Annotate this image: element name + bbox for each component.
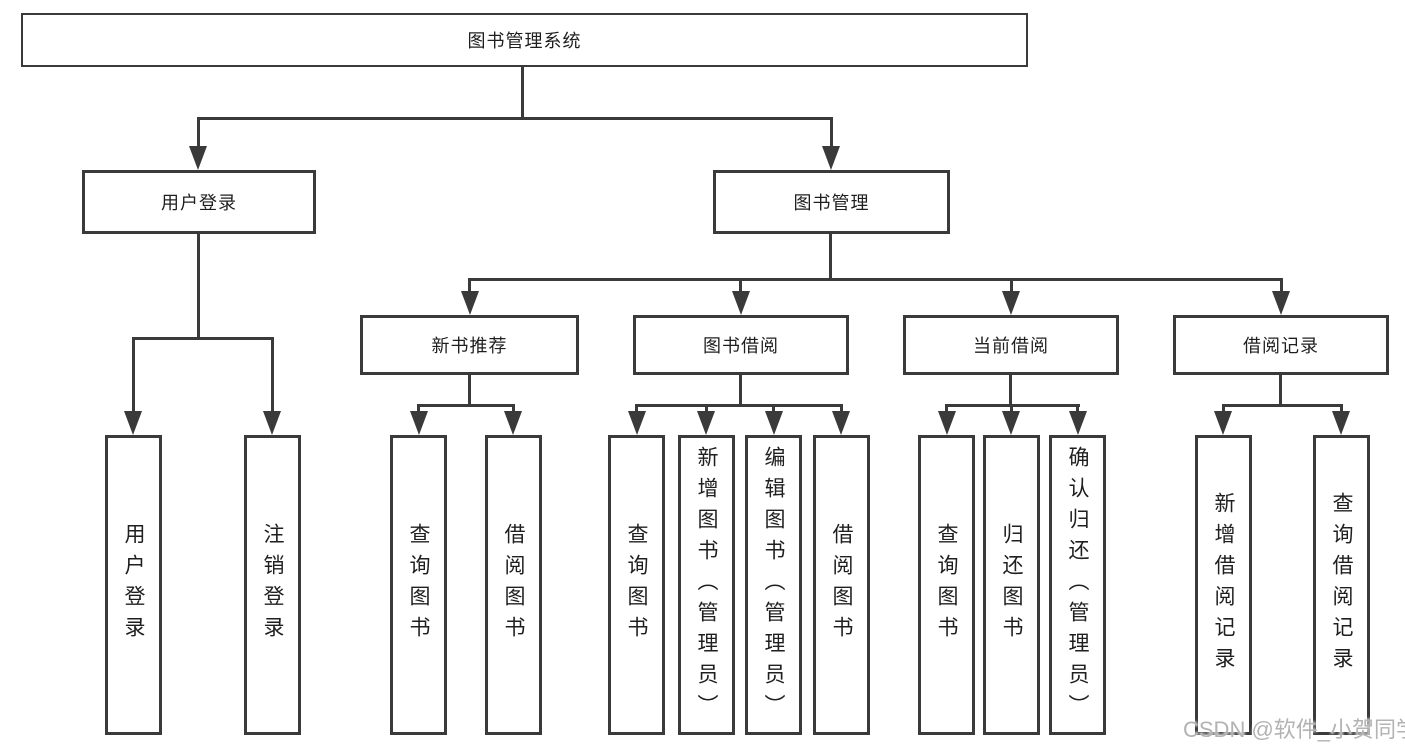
connector-line — [1010, 278, 1013, 294]
node-book-management: 图书管理 — [713, 170, 950, 234]
leaf-return-book: 归还图书 — [983, 435, 1040, 735]
leaf-add-borrow-record: 新增借阅记录 — [1195, 435, 1252, 735]
connector-line — [1279, 374, 1282, 406]
arrowhead-down — [504, 411, 522, 435]
connector-line — [132, 337, 135, 413]
arrowhead-down — [1002, 411, 1020, 435]
node-label: 图书借阅 — [703, 336, 779, 356]
leaf-label: 编辑图书（管理员） — [762, 445, 785, 725]
connector-line — [1222, 404, 1343, 407]
node-library-management-system: 图书管理系统 — [21, 13, 1028, 67]
connector-line — [1280, 278, 1283, 294]
arrowhead-down — [832, 411, 850, 435]
leaf-label: 归还图书 — [1000, 523, 1023, 647]
connector-line — [945, 404, 948, 414]
connector-line — [197, 234, 200, 338]
node-user-login: 用户登录 — [82, 170, 316, 234]
connector-line — [1222, 404, 1225, 414]
connector-line — [417, 404, 515, 407]
leaf-label: 查询图书 — [625, 523, 648, 647]
connector-line — [469, 278, 1282, 281]
leaf-label: 查询图书 — [935, 523, 958, 647]
connector-line — [417, 404, 420, 414]
connector-line — [132, 337, 274, 340]
connector-line — [772, 404, 775, 414]
node-label: 图书管理 — [793, 193, 870, 213]
node-label: 当前借阅 — [973, 336, 1049, 356]
leaf-borrow-books-borrowing: 借阅图书 — [813, 435, 870, 735]
arrowhead-down — [1332, 411, 1350, 435]
leaf-label: 注销登录 — [261, 523, 284, 647]
connector-line — [521, 66, 524, 118]
connector-line — [1340, 404, 1343, 414]
leaf-label: 查询图书 — [407, 523, 430, 647]
arrowhead-down — [765, 411, 783, 435]
arrowhead-down — [189, 146, 207, 170]
connector-line — [1076, 404, 1079, 414]
connector-line — [635, 404, 843, 407]
arrowhead-down — [1214, 411, 1232, 435]
arrowhead-down — [732, 291, 750, 315]
leaf-user-login: 用户登录 — [105, 435, 162, 735]
leaf-query-borrow-record: 查询借阅记录 — [1313, 435, 1370, 735]
leaf-add-book-admin: 新增图书（管理员） — [678, 435, 735, 735]
node-current-borrowing: 当前借阅 — [903, 315, 1119, 375]
arrowhead-down — [461, 291, 479, 315]
leaf-label: 查询借阅记录 — [1330, 492, 1353, 678]
leaf-label: 确认归还（管理员） — [1066, 445, 1089, 725]
connector-line — [197, 117, 833, 120]
node-label: 用户登录 — [161, 193, 237, 213]
leaf-borrow-books-recommend: 借阅图书 — [485, 435, 542, 735]
leaf-query-books-recommend: 查询图书 — [390, 435, 447, 735]
arrowhead-down — [938, 411, 956, 435]
connector-line — [840, 404, 843, 414]
watermark: CSDN @软件_小贺同学 — [1183, 717, 1405, 742]
connector-line — [271, 337, 274, 413]
leaf-logout: 注销登录 — [244, 435, 301, 735]
connector-line — [468, 278, 471, 294]
arrowhead-down — [124, 411, 142, 435]
leaf-query-books-borrowing: 查询图书 — [608, 435, 665, 735]
node-borrowing-records: 借阅记录 — [1173, 315, 1389, 375]
arrowhead-down — [628, 411, 646, 435]
connector-line — [830, 117, 833, 149]
leaf-label: 借阅图书 — [830, 523, 853, 647]
connector-line — [197, 117, 200, 149]
node-label: 图书管理系统 — [467, 31, 582, 51]
leaf-label: 新增借阅记录 — [1212, 492, 1235, 678]
leaf-label: 新增图书（管理员） — [695, 445, 718, 725]
connector-line — [739, 374, 742, 406]
connector-line — [1009, 374, 1012, 406]
node-book-borrowing: 图书借阅 — [633, 315, 849, 375]
connector-line — [829, 234, 832, 280]
arrowhead-down — [1069, 411, 1087, 435]
connector-line — [512, 404, 515, 414]
arrowhead-down — [410, 411, 428, 435]
leaf-confirm-return-admin: 确认归还（管理员） — [1049, 435, 1106, 735]
leaf-label: 用户登录 — [122, 523, 145, 647]
leaf-query-books-current: 查询图书 — [918, 435, 975, 735]
connector-line — [705, 404, 708, 414]
leaf-edit-book-admin: 编辑图书（管理员） — [745, 435, 802, 735]
connector-line — [1010, 404, 1013, 414]
arrowhead-down — [263, 411, 281, 435]
arrowhead-down — [1002, 291, 1020, 315]
node-new-book-recommend: 新书推荐 — [360, 315, 579, 375]
arrowhead-down — [697, 411, 715, 435]
connector-line — [468, 374, 471, 406]
leaf-label: 借阅图书 — [502, 523, 525, 647]
arrowhead-down — [822, 146, 840, 170]
node-label: 借阅记录 — [1243, 336, 1319, 356]
connector-line — [635, 404, 638, 414]
node-label: 新书推荐 — [431, 336, 508, 356]
connector-line — [739, 278, 742, 294]
arrowhead-down — [1272, 291, 1290, 315]
